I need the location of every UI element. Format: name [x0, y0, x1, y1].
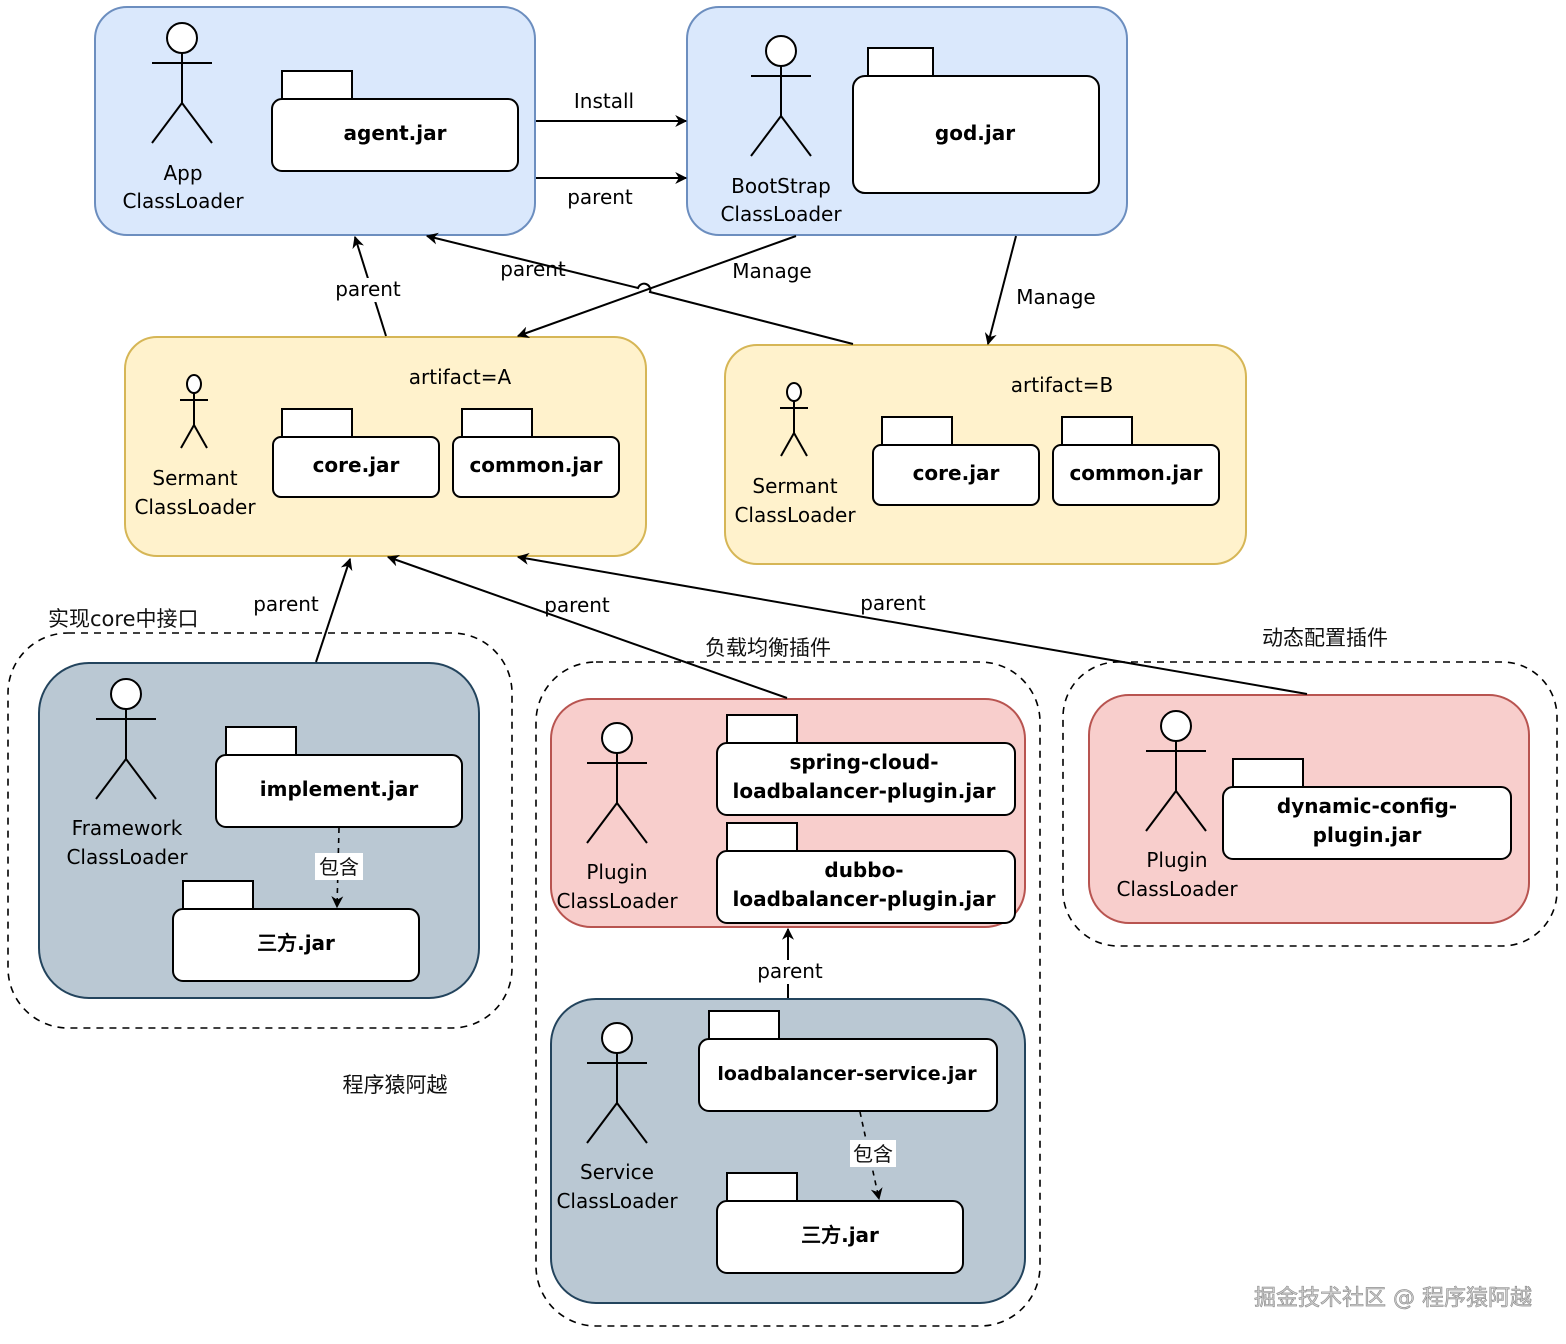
manage-b-label: Manage — [1016, 285, 1095, 309]
loadbalancer-service-jar-label: loadbalancer-service.jar — [717, 1063, 977, 1085]
plugin-lb-label-1: Plugin — [586, 860, 647, 884]
plugin-dc-parent-edge — [516, 552, 1308, 695]
app-classloader-label-2: ClassLoader — [122, 189, 244, 213]
actor-icon — [586, 722, 648, 844]
contains-label: 包含 — [853, 1142, 893, 1166]
dubbo-jar-label-1: dubbo- — [824, 858, 903, 882]
framework-label-2: ClassLoader — [66, 845, 188, 869]
framework-parent-label: parent — [253, 592, 319, 616]
contains-label: 包含 — [319, 855, 359, 879]
contains-edge — [331, 827, 344, 909]
actor-icon — [1145, 710, 1207, 832]
artifact-b-label: artifact=B — [1011, 373, 1114, 397]
framework-group-label: 实现core中接口 — [48, 607, 199, 631]
framework-parent-edge — [315, 557, 353, 663]
core-jar-label: core.jar — [913, 461, 1000, 485]
core-jar-package-b[interactable]: core.jar — [872, 416, 1040, 506]
god-jar-label: god.jar — [935, 121, 1015, 145]
sermant-classloader-a[interactable]: Sermant ClassLoader artifact=A core.jar … — [124, 336, 647, 557]
dynamic-config-group-border — [1062, 661, 1558, 947]
sermant-b-label-1: Sermant — [752, 474, 837, 498]
dynamic-config-jar-label-1: dynamic-config- — [1277, 794, 1457, 818]
core-jar-package-a[interactable]: core.jar — [272, 408, 440, 498]
core-jar-label: core.jar — [313, 453, 400, 477]
dynamic-config-jar-label-2: plugin.jar — [1313, 823, 1422, 847]
plugin-dc-parent-label: parent — [860, 591, 926, 615]
third-party-jar-label: 三方.jar — [257, 931, 335, 955]
contains-label-bg — [315, 853, 363, 880]
author-label: 程序猿阿越 — [343, 1073, 448, 1097]
implement-jar-label: implement.jar — [260, 777, 419, 801]
dynamic-config-plugin-jar-package[interactable]: dynamic-config- plugin.jar — [1222, 758, 1512, 860]
loadbalancer-service-jar-package[interactable]: loadbalancer-service.jar — [698, 1010, 998, 1112]
app-classloader[interactable]: App ClassLoader agent.jar — [94, 6, 536, 236]
watermark: 掘金技术社区 @ 程序猿阿越 — [1254, 1286, 1532, 1311]
bootstrap-classloader-label-2: ClassLoader — [720, 202, 842, 226]
label-bg — [756, 960, 822, 984]
service-label-2: ClassLoader — [556, 1189, 678, 1213]
sermant-b-parent-label: parent — [500, 257, 566, 281]
label-bg — [333, 278, 403, 302]
install-edge-label: Install — [574, 89, 634, 113]
manage-a-label: Manage — [732, 259, 811, 283]
common-jar-package-a[interactable]: common.jar — [452, 408, 620, 498]
app-parent-edge-label: parent — [567, 185, 633, 209]
spring-cloud-jar-label-1: spring-cloud- — [789, 750, 938, 774]
dubbo-jar-label-2: loadbalancer-plugin.jar — [732, 887, 995, 911]
dynamic-config-group-label: 动态配置插件 — [1262, 626, 1388, 650]
service-parent-label: parent — [757, 959, 823, 983]
dubbo-lb-plugin-jar-package[interactable]: dubbo- loadbalancer-plugin.jar — [716, 822, 1016, 924]
framework-classloader[interactable]: Framework ClassLoader implement.jar 包含 三… — [38, 662, 480, 999]
framework-label-1: Framework — [72, 816, 183, 840]
plugin-dc-label-2: ClassLoader — [1116, 877, 1238, 901]
plugin-lb-label-2: ClassLoader — [556, 889, 678, 913]
common-jar-label: common.jar — [1069, 461, 1202, 485]
contains-label-bg — [850, 1140, 896, 1167]
plugin-classloader-loadbalancer[interactable]: Plugin ClassLoader spring-cloud- loadbal… — [550, 698, 1026, 928]
third-party-jar-label: 三方.jar — [801, 1223, 879, 1247]
agent-jar-package[interactable]: agent.jar — [271, 70, 519, 172]
actor-icon — [151, 22, 213, 144]
common-jar-package-b[interactable]: common.jar — [1052, 416, 1220, 506]
sermant-b-label-2: ClassLoader — [734, 503, 856, 527]
plugin-dc-label-1: Plugin — [1146, 848, 1207, 872]
third-party-jar-package[interactable]: 三方.jar — [716, 1172, 964, 1274]
service-label-1: Service — [580, 1160, 654, 1184]
sermant-b-parent-edge — [425, 232, 854, 345]
sermant-a-parent-label: parent — [335, 277, 401, 301]
sermant-a-label-2: ClassLoader — [134, 495, 256, 519]
framework-group-border — [7, 632, 513, 1029]
actor-icon — [750, 35, 812, 157]
agent-jar-label: agent.jar — [344, 121, 447, 145]
service-classloader[interactable]: Service ClassLoader loadbalancer-service… — [550, 998, 1026, 1304]
plugin-lb-parent-edge — [386, 554, 788, 699]
manage-b-edge — [984, 235, 1017, 346]
manage-a-edge — [516, 235, 797, 338]
sermant-classloader-b[interactable]: Sermant ClassLoader artifact=B core.jar … — [724, 344, 1247, 565]
sermant-a-label-1: Sermant — [152, 466, 237, 490]
bootstrap-classloader[interactable]: BootStrap ClassLoader god.jar — [686, 6, 1128, 236]
actor-icon — [180, 374, 208, 449]
plugin-lb-parent-label: parent — [544, 593, 610, 617]
implement-jar-package[interactable]: implement.jar — [215, 726, 463, 828]
god-jar-package[interactable]: god.jar — [852, 47, 1100, 194]
loadbalancer-group-label: 负载均衡插件 — [705, 636, 831, 660]
actor-icon — [780, 382, 808, 457]
app-classloader-label-1: App — [163, 161, 202, 185]
spring-cloud-jar-label-2: loadbalancer-plugin.jar — [732, 779, 995, 803]
actor-icon — [586, 1022, 648, 1144]
bootstrap-classloader-label-1: BootStrap — [731, 174, 831, 198]
third-party-jar-package[interactable]: 三方.jar — [172, 880, 420, 982]
actor-icon — [95, 678, 157, 800]
plugin-classloader-dynamic-config[interactable]: Plugin ClassLoader dynamic-config- plugi… — [1088, 694, 1530, 924]
artifact-a-label: artifact=A — [409, 365, 512, 389]
common-jar-label: common.jar — [469, 453, 602, 477]
spring-cloud-lb-plugin-jar-package[interactable]: spring-cloud- loadbalancer-plugin.jar — [716, 714, 1016, 816]
